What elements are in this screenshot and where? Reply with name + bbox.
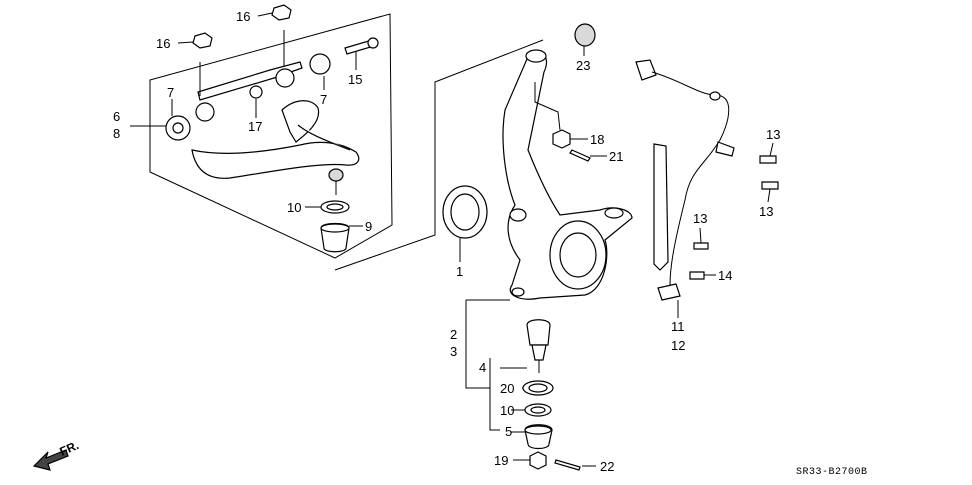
sensor-connector xyxy=(635,59,657,81)
callout-21: 21 xyxy=(609,149,623,164)
callout-10a: 10 xyxy=(287,200,301,215)
callout-13c: 13 xyxy=(693,211,707,226)
bushing-7-right xyxy=(309,53,331,75)
bolt-15-head xyxy=(367,37,379,49)
knuckle-tie-rod-eye xyxy=(604,207,624,219)
callout-17: 17 xyxy=(248,119,262,134)
leader-16a xyxy=(257,12,273,17)
upper-ball-joint xyxy=(328,168,344,182)
leader-18-knuckle xyxy=(534,82,561,131)
callout-22: 22 xyxy=(600,459,614,474)
callout-23: 23 xyxy=(576,58,590,73)
callout-10b: 10 xyxy=(500,403,514,418)
leader-13c xyxy=(699,227,702,244)
callout-7a: 7 xyxy=(167,85,174,100)
lower-ball-joint-group xyxy=(465,299,581,471)
group-outline xyxy=(149,13,393,259)
bracket-2-3 xyxy=(465,300,490,389)
bolt-13-lower xyxy=(761,181,779,190)
front-arrow-icon xyxy=(32,449,69,471)
harness-bracket-rail xyxy=(653,143,669,271)
callout-16b: 16 xyxy=(156,36,170,51)
bushing-17 xyxy=(249,85,263,99)
leader-13a xyxy=(769,142,774,157)
bushing-6-8-hole xyxy=(172,122,184,134)
callout-4: 4 xyxy=(479,360,486,375)
callout-8: 8 xyxy=(113,126,120,141)
ball-joint-4-neck xyxy=(531,344,547,361)
knuckle-assembly-group xyxy=(334,23,633,300)
callout-11: 11 xyxy=(671,319,685,334)
dust-seal-1-inner xyxy=(450,193,480,231)
knuckle-lower-eye xyxy=(511,287,525,297)
cap-23 xyxy=(574,23,596,47)
callout-7b: 7 xyxy=(320,92,327,107)
callout-16a: 16 xyxy=(236,9,250,24)
upper-control-arm xyxy=(191,141,360,179)
front-direction-label: FR. xyxy=(58,438,81,459)
ball-joint-4 xyxy=(526,319,551,346)
callout-2: 2 xyxy=(450,327,457,342)
callout-labels: 16 16 6 8 7 7 17 15 10 9 23 18 21 1 2 3 … xyxy=(113,9,780,474)
knuckle-hub-bore-inner xyxy=(559,232,597,278)
knuckle-arm-eye xyxy=(509,208,527,222)
diagram-reference-code: SR33-B2700B xyxy=(796,467,868,478)
upper-arm-rib xyxy=(297,124,351,151)
callout-13b: 13 xyxy=(759,204,773,219)
castle-nut-18 xyxy=(552,129,571,149)
wheel-speed-sensor xyxy=(657,283,681,301)
leader-lines xyxy=(130,12,774,467)
dust-boot-5-top xyxy=(524,425,552,435)
upper-arm-shaft xyxy=(197,61,303,101)
cotter-pin-22 xyxy=(554,459,581,471)
upper-arm-mount-plate xyxy=(281,100,320,143)
dust-boot-9-top xyxy=(320,223,350,233)
callout-12: 12 xyxy=(671,338,685,353)
callout-19: 19 xyxy=(494,453,508,468)
bushing-right xyxy=(275,68,295,88)
clip-ring-10-inner xyxy=(326,203,344,211)
callout-14: 14 xyxy=(718,268,732,283)
callout-20: 20 xyxy=(500,381,514,396)
cotter-pin-21 xyxy=(569,149,591,162)
sensor-harness xyxy=(651,71,730,286)
callout-5: 5 xyxy=(505,424,512,439)
snap-ring-20-inner xyxy=(528,383,548,393)
callout-9: 9 xyxy=(365,219,372,234)
bracket-4-5 xyxy=(489,358,500,431)
knuckle-top-eye xyxy=(525,49,547,63)
upper-arm-assembly-group xyxy=(149,4,393,259)
nut-16-left xyxy=(192,32,213,49)
leader-16b xyxy=(177,41,194,44)
castle-nut-19 xyxy=(529,451,547,470)
callout-6: 6 xyxy=(113,109,120,124)
callout-15: 15 xyxy=(348,72,362,87)
bolt-14 xyxy=(689,271,705,280)
harness-grommet xyxy=(709,91,721,101)
nut-16-top xyxy=(271,4,292,21)
callout-18: 18 xyxy=(590,132,604,147)
abs-sensor-group xyxy=(635,59,779,301)
callout-3: 3 xyxy=(450,344,457,359)
callout-1: 1 xyxy=(456,264,463,279)
bushing-left xyxy=(195,102,215,122)
front-direction-indicator: FR. xyxy=(32,438,81,471)
harness-clip xyxy=(715,141,735,157)
bolt-13-top xyxy=(759,155,777,164)
leader-13b xyxy=(767,188,771,203)
bolt-13-mid xyxy=(693,242,709,250)
knuckle-group-leader xyxy=(334,39,544,271)
callout-13a: 13 xyxy=(766,127,780,142)
clip-ring-10-lower-inner xyxy=(530,406,546,414)
